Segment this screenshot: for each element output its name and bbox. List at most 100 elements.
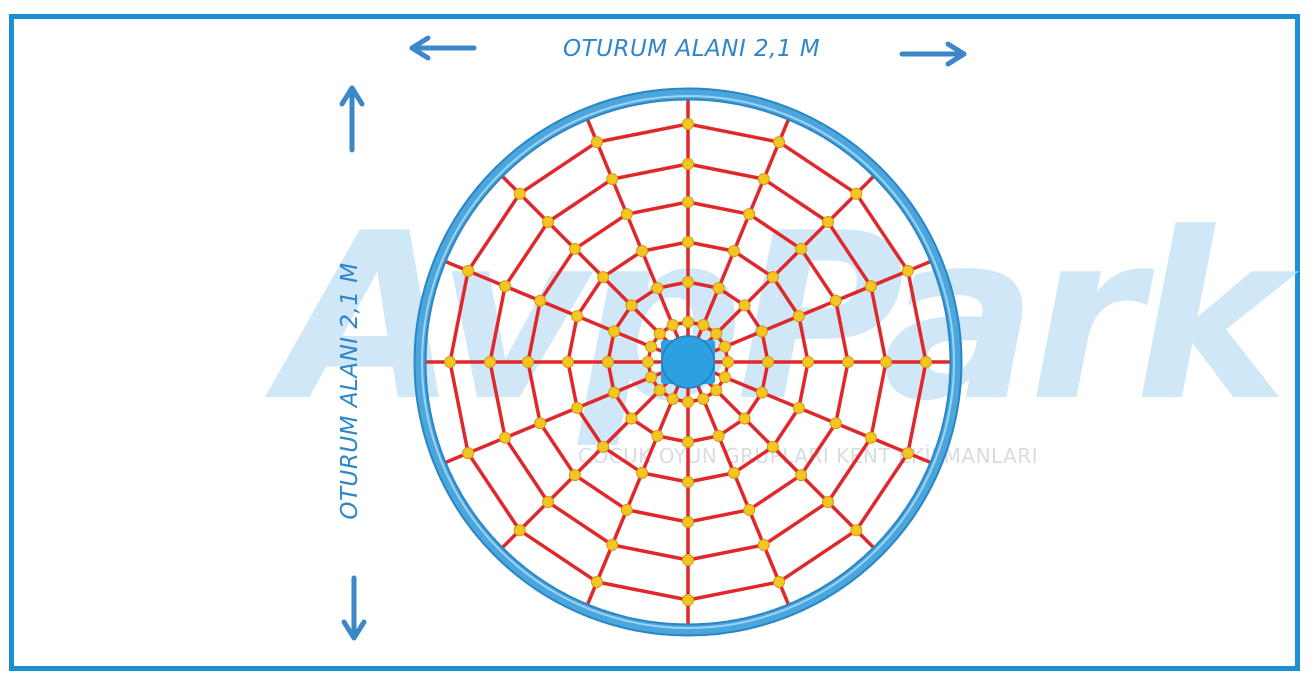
net-knot bbox=[682, 158, 694, 170]
net-knot bbox=[606, 173, 619, 186]
hub-disc bbox=[661, 335, 715, 389]
net-knot bbox=[792, 310, 805, 323]
net-knot bbox=[710, 384, 723, 397]
net-knot bbox=[738, 299, 751, 312]
net-knot bbox=[710, 327, 723, 340]
net-knot bbox=[597, 271, 610, 284]
net-knot bbox=[682, 554, 694, 566]
net-knot bbox=[462, 447, 475, 460]
net-knot bbox=[571, 310, 584, 323]
net-knot bbox=[762, 356, 774, 368]
net-knots bbox=[444, 118, 932, 606]
net-knot bbox=[802, 356, 814, 368]
net-knot bbox=[901, 264, 914, 277]
net-knot bbox=[757, 538, 770, 551]
net-knot bbox=[822, 496, 835, 509]
net-knot bbox=[727, 245, 740, 258]
net-knot bbox=[602, 356, 614, 368]
net-knot bbox=[755, 325, 768, 338]
net-knot bbox=[901, 447, 914, 460]
net-knot bbox=[880, 356, 892, 368]
net-knot bbox=[755, 386, 768, 399]
net-knot bbox=[571, 401, 584, 414]
net-knot bbox=[773, 136, 786, 149]
net-knot bbox=[792, 401, 805, 414]
net-knot bbox=[682, 476, 694, 488]
arrow-up-icon bbox=[339, 85, 365, 153]
net-knot bbox=[682, 276, 694, 288]
net-knot bbox=[513, 524, 526, 537]
net-knot bbox=[743, 208, 756, 221]
net-knot bbox=[541, 496, 554, 509]
net-knot bbox=[462, 264, 475, 277]
net-knot bbox=[568, 469, 581, 482]
net-knot bbox=[773, 575, 786, 588]
net-knot bbox=[651, 282, 664, 295]
net-knot bbox=[636, 245, 649, 258]
net-knot bbox=[568, 242, 581, 255]
net-knot bbox=[590, 136, 603, 149]
net-knot bbox=[712, 429, 725, 442]
net-knot bbox=[682, 436, 694, 448]
net-knot bbox=[795, 242, 808, 255]
net-knot bbox=[597, 440, 610, 453]
net-knot bbox=[722, 356, 734, 368]
net-knot bbox=[608, 325, 621, 338]
net-knot bbox=[829, 417, 842, 430]
net-knot bbox=[682, 594, 694, 606]
arrow-down-icon bbox=[341, 575, 367, 641]
net-knot bbox=[620, 503, 633, 516]
net-knot bbox=[738, 412, 751, 425]
net-knot bbox=[484, 356, 496, 368]
net-knot bbox=[666, 319, 679, 332]
net-knot bbox=[625, 299, 638, 312]
net-knot bbox=[682, 316, 694, 328]
width-dimension-label: OTURUM ALANI 2,1 M bbox=[563, 36, 821, 62]
net-knot bbox=[850, 524, 863, 537]
net-knot bbox=[645, 371, 658, 384]
net-knot bbox=[620, 208, 633, 221]
net-knot bbox=[608, 386, 621, 399]
net-knot bbox=[562, 356, 574, 368]
net-knot bbox=[682, 516, 694, 528]
net-knot bbox=[795, 469, 808, 482]
net-knot bbox=[712, 282, 725, 295]
arrow-right-icon bbox=[899, 41, 967, 67]
net-knot bbox=[822, 215, 835, 228]
net-knot bbox=[625, 412, 638, 425]
net-knot bbox=[499, 280, 512, 293]
net-knot bbox=[642, 356, 654, 368]
net-knot bbox=[829, 294, 842, 307]
net-knot bbox=[842, 356, 854, 368]
net-knot bbox=[718, 371, 731, 384]
outer-tube-shine bbox=[421, 95, 955, 629]
net-knot bbox=[534, 294, 547, 307]
net-knot bbox=[864, 431, 877, 444]
net-knot bbox=[864, 280, 877, 293]
net-knot bbox=[682, 196, 694, 208]
net-knot bbox=[920, 356, 932, 368]
net-knot bbox=[682, 236, 694, 248]
net-knot bbox=[766, 440, 779, 453]
net-knot bbox=[522, 356, 534, 368]
net-knot bbox=[606, 538, 619, 551]
net-knot bbox=[697, 392, 710, 405]
center-hub bbox=[661, 335, 715, 389]
outer-tube-highlight bbox=[415, 89, 961, 635]
net-knot bbox=[682, 118, 694, 130]
net-knot bbox=[727, 466, 740, 479]
net-knot bbox=[653, 327, 666, 340]
net-knot bbox=[590, 575, 603, 588]
net-knot bbox=[636, 466, 649, 479]
outer-tube-ring bbox=[413, 87, 963, 637]
net-knot bbox=[718, 340, 731, 353]
net-knot bbox=[697, 319, 710, 332]
net-knot bbox=[645, 340, 658, 353]
net-knot bbox=[666, 392, 679, 405]
net-knot bbox=[534, 417, 547, 430]
net-knot bbox=[499, 431, 512, 444]
arrow-left-icon bbox=[409, 35, 477, 61]
net-knot bbox=[513, 187, 526, 200]
net-knot bbox=[743, 503, 756, 516]
